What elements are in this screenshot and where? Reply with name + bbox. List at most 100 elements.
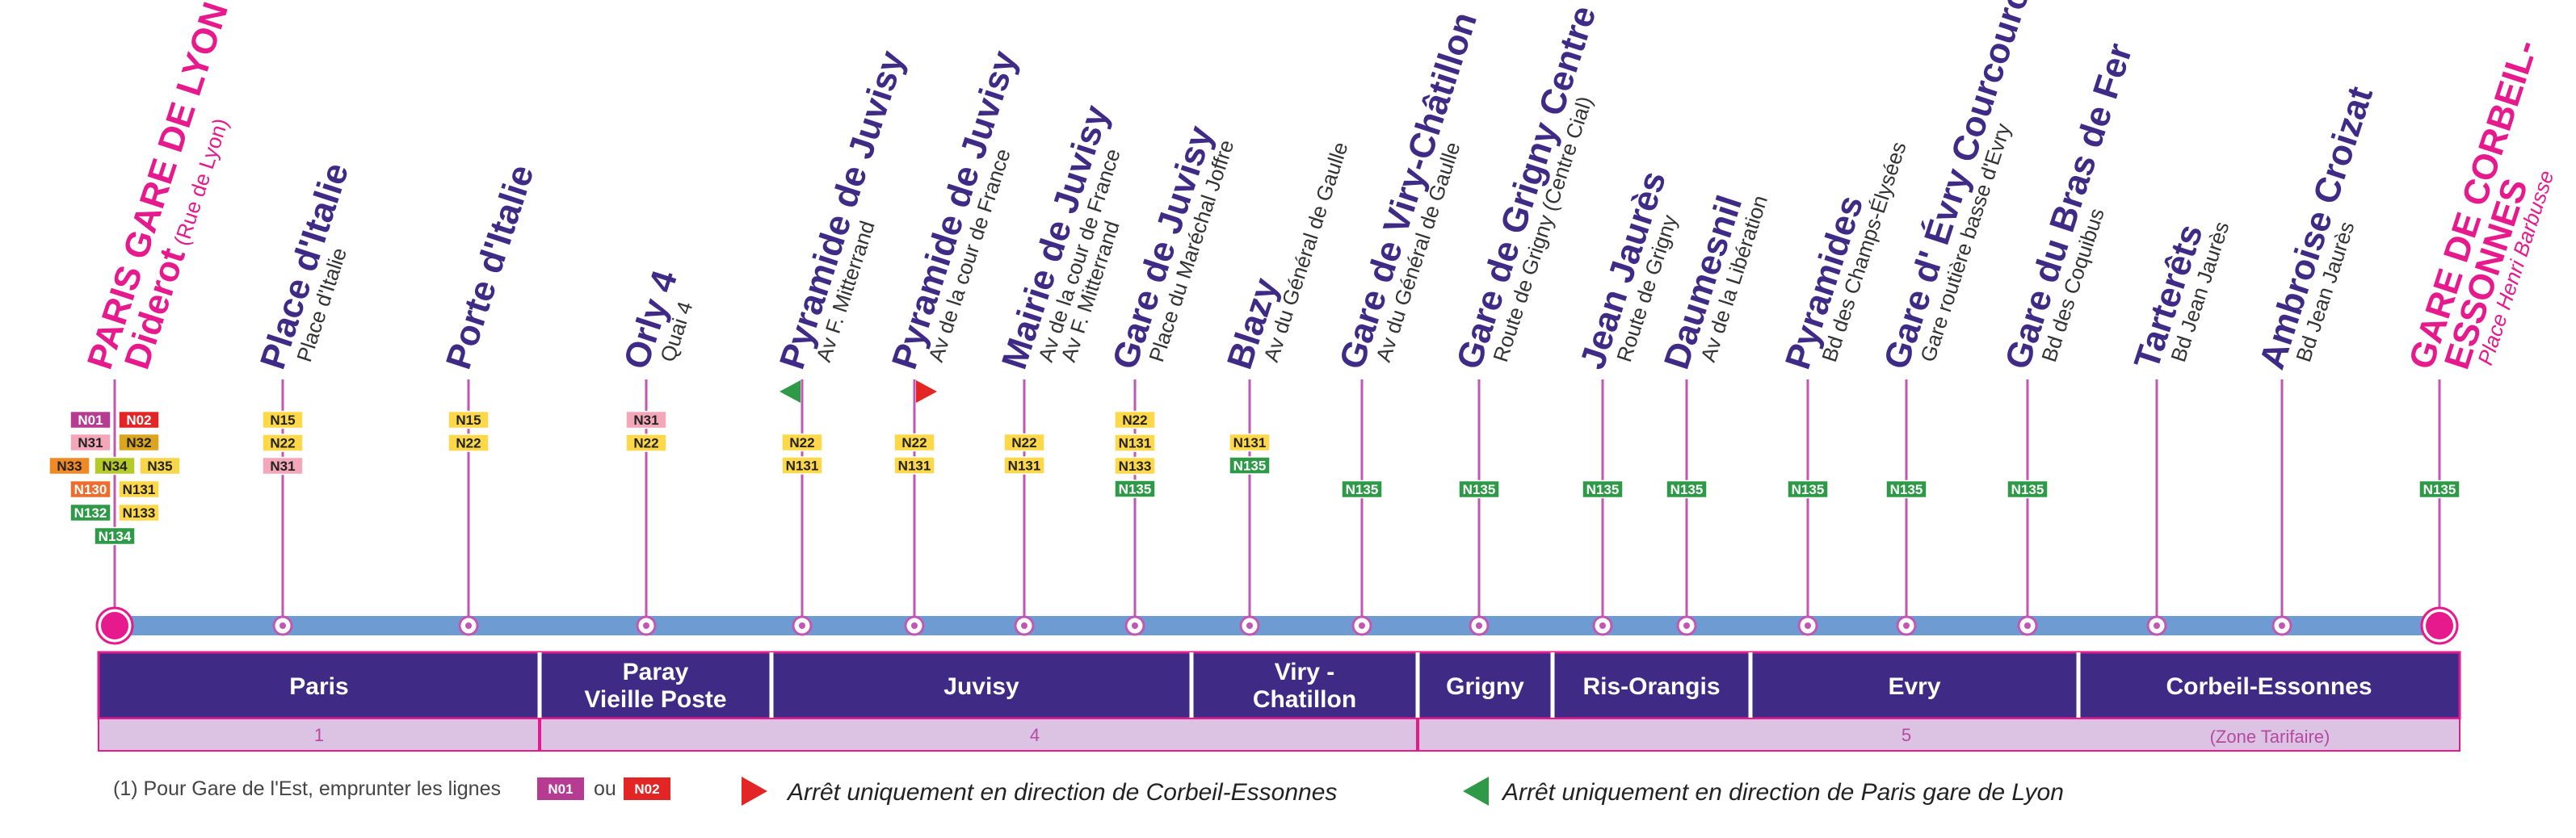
stop-marker-center	[1132, 622, 1138, 629]
line-badge-label: N135	[1463, 482, 1496, 497]
line-badge-label: N22	[633, 436, 658, 451]
line-badge-n130: N130	[69, 480, 111, 499]
line-badge-bg	[1114, 434, 1156, 452]
line-badge-bg	[118, 410, 160, 429]
line-badge-n132: N132	[69, 503, 111, 522]
legend: (1) Pour Gare de l'Est, emprunter les li…	[113, 777, 2064, 806]
stop-stems	[113, 379, 2441, 626]
line-badge-bg	[1787, 480, 1829, 499]
line-badge-label: N02	[126, 413, 151, 428]
line-badge-bg	[2007, 480, 2049, 499]
terminal-stop-marker	[2423, 609, 2456, 643]
line-badge-bg	[781, 456, 823, 475]
route-rail	[115, 616, 2439, 635]
line-badge-label: N35	[147, 459, 172, 474]
line-badge-bg	[1003, 433, 1045, 452]
zone-label: Grigny	[1446, 673, 1524, 700]
legend-note: (1) Pour Gare de l'Est, emprunter les li…	[113, 777, 501, 800]
fare-zone-label: 1	[314, 725, 324, 745]
zone-label: Paris	[289, 673, 348, 700]
line-badge-bg	[2418, 480, 2460, 499]
legend-badge-n02: N02	[624, 777, 670, 800]
line-badge-label: N131	[1119, 436, 1152, 451]
line-badge-bg	[1582, 480, 1624, 499]
line-badge-label: N01	[78, 413, 103, 428]
green-direction-flag	[780, 380, 801, 403]
line-badge-bg	[1229, 456, 1271, 475]
stop-marker-center	[1683, 622, 1690, 629]
legend-badge-bg	[537, 777, 584, 800]
legend-badge-bg	[624, 777, 670, 800]
line-badge-label: N134	[99, 529, 132, 544]
line-badge-label: N22	[901, 435, 927, 450]
line-badge-label: N15	[456, 413, 481, 428]
line-badge-label: N31	[78, 435, 103, 450]
line-badge-label: N133	[123, 505, 156, 521]
line-badge-bg	[1114, 480, 1156, 498]
line-badge-label: N34	[102, 459, 128, 474]
line-badge-label: N130	[74, 482, 107, 497]
line-badge-n135: N135	[2418, 480, 2460, 499]
line-badge-label: N22	[789, 435, 814, 450]
line-badge-label: N135	[1890, 482, 1923, 497]
line-badge-label: N135	[1119, 482, 1152, 497]
line-badge-bg	[69, 433, 111, 452]
line-badge-label: N131	[1233, 435, 1267, 450]
line-badge-n135: N135	[1114, 480, 1156, 498]
stop-marker-center	[1359, 622, 1365, 629]
line-badge-n131: N131	[781, 456, 823, 475]
stop-marker-center	[911, 622, 918, 629]
line-badge-label: N22	[456, 436, 481, 451]
line-badge-bg	[94, 456, 136, 476]
line-badge-n22: N22	[448, 434, 490, 452]
line-badge-bg	[118, 480, 160, 499]
line-badge-label: N22	[1122, 413, 1147, 428]
stop-label-paris-gare-de-lyon: PARIS GARE DE LYON(1)Diderot(Rue de Lyon…	[79, 0, 246, 374]
line-badge-n133: N133	[118, 503, 160, 522]
line-badge-label: N32	[126, 435, 151, 450]
legend-badge-n01: N01	[537, 777, 584, 800]
line-badge-n22: N22	[893, 433, 935, 452]
line-badge-n131: N131	[1114, 434, 1156, 452]
terminal-stop-marker	[98, 609, 132, 643]
stop-marker-center	[643, 622, 649, 629]
red-direction-flag	[916, 380, 937, 403]
stop-marker-center	[1903, 622, 1910, 629]
line-badge-n131: N131	[893, 456, 935, 475]
stop-marker-center	[2024, 622, 2031, 629]
terminal-stop-ring	[2420, 606, 2459, 645]
fare-band	[98, 718, 2460, 752]
stop-marker-center	[1599, 622, 1606, 629]
terminal-stop-ring	[95, 606, 134, 645]
stop-marker-center	[1476, 622, 1482, 629]
line-badge-n22: N22	[781, 433, 823, 452]
stop-address: Av du Général de Gaulle	[1259, 139, 1352, 365]
line-badge-bg	[1341, 480, 1383, 499]
line-badge-label: N135	[2423, 482, 2456, 497]
red-arrow-icon	[742, 777, 767, 806]
stop-marker-center	[279, 622, 286, 629]
legend-red-arrow-text: Arrêt uniquement en direction de Corbeil…	[786, 779, 1337, 806]
direction-flags	[780, 380, 937, 403]
line-badge-bg	[1458, 480, 1500, 499]
line-badge-n15: N15	[448, 410, 490, 429]
line-badge-n32: N32	[118, 433, 160, 452]
line-badge-n22: N22	[1003, 433, 1045, 452]
line-badge-bg	[48, 456, 90, 476]
line-badge-label: N131	[786, 459, 819, 474]
line-badge-n31: N31	[262, 456, 304, 476]
line-badge-n131: N131	[1003, 456, 1045, 475]
stop-marker-center	[799, 622, 805, 629]
line-badge-label: N15	[270, 413, 295, 428]
line-badge-label: N131	[123, 482, 156, 497]
line-badge-n31: N31	[625, 410, 667, 429]
